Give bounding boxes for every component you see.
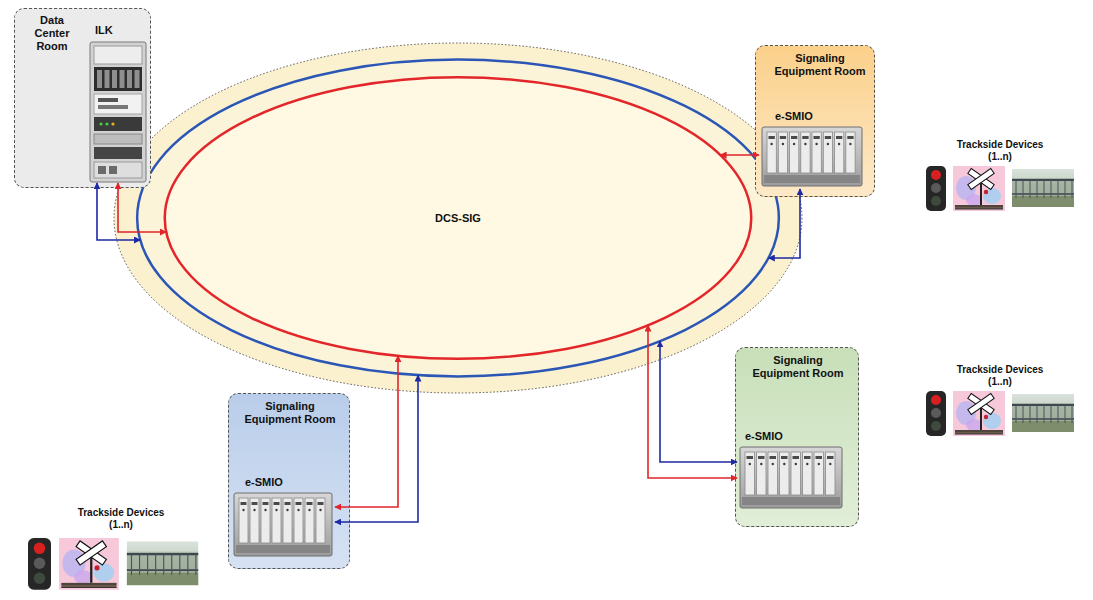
io-controller: e-SMIO <box>759 109 865 189</box>
equipment-label: e-SMIO <box>245 476 335 489</box>
io-controller: e-SMIO <box>737 429 845 511</box>
label-slot: Trackside Devices (1..n) <box>945 139 1055 163</box>
network-link <box>335 375 418 522</box>
device-group-label: Trackside Devices (1..n) <box>945 364 1055 388</box>
room-title: Data Center Room <box>29 14 75 53</box>
label-slot: Trackside Devices (1..n) <box>65 507 177 531</box>
equipment-label: e-SMIO <box>745 430 845 443</box>
room-box: Signaling Equipment Room e-SMIO <box>735 347 859 527</box>
rack-icon <box>89 41 147 183</box>
network-link <box>720 154 759 156</box>
network-link <box>648 325 737 478</box>
room-title: Signaling Equipment Room <box>768 52 872 78</box>
network-link <box>660 341 737 462</box>
device-group-label: Trackside Devices (1..n) <box>65 507 177 531</box>
equipment-label: ILK <box>95 24 149 37</box>
room-box: Data Center Room ILK <box>14 8 151 188</box>
io-chassis-icon <box>233 492 333 557</box>
label-slot: Trackside Devices (1..n) <box>945 364 1055 388</box>
io-controller: e-SMIO <box>231 475 335 559</box>
room-box: Signaling Equipment Room e-SMIO <box>755 45 875 197</box>
room-title: Signaling Equipment Room <box>238 400 342 426</box>
device-group-label: Trackside Devices (1..n) <box>945 139 1055 163</box>
network-link <box>769 189 801 258</box>
network-link <box>118 183 166 232</box>
network-link <box>335 356 398 507</box>
network-name: DCS-SIG <box>435 212 481 225</box>
equipment-label: e-SMIO <box>775 110 865 123</box>
room-box: Signaling Equipment Room e-SMIO <box>228 393 350 569</box>
io-chassis-icon <box>739 446 843 509</box>
interlocking-cabinet: ILK <box>87 23 149 183</box>
io-chassis-icon <box>761 126 863 187</box>
room-title: Signaling Equipment Room <box>746 354 850 380</box>
network-ring: DCS-SIG <box>113 42 803 394</box>
network-link <box>97 183 140 240</box>
